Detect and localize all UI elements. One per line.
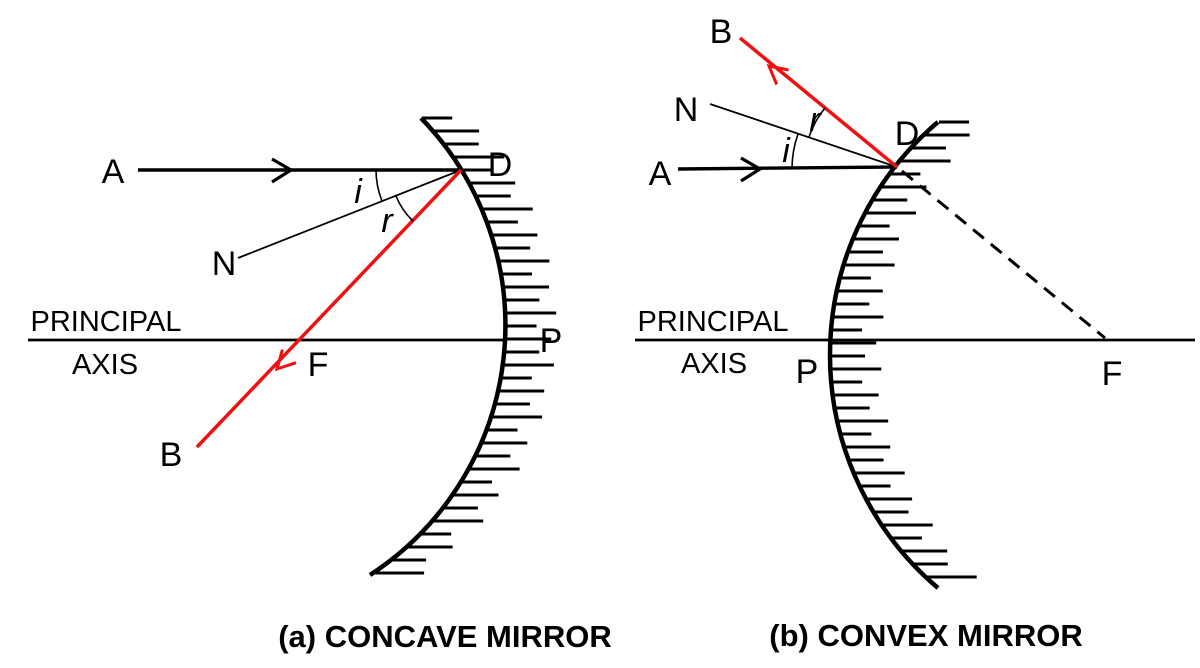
label-P-concave: P [540, 322, 563, 360]
label-N-convex: N [674, 91, 699, 129]
convex-mirror-hatching [831, 120, 977, 579]
concave-mirror-surface [368, 116, 508, 577]
angle-r-arc-concave [395, 195, 414, 222]
label-B-convex: B [710, 13, 733, 51]
label-A-convex: A [649, 155, 672, 193]
concave-mirror-hatching [374, 116, 557, 575]
reflected-ray-convex [738, 36, 899, 169]
convex-mirror-diagram: B N A i r D P F PRINCIPAL AXIS (b) CONVE… [635, 13, 1195, 653]
caption-convex-mirror: (b) CONVEX MIRROR [769, 618, 1082, 653]
concave-mirror-diagram: A N D i r F P B PRINCIPAL AXIS (a) CONCA… [28, 116, 612, 654]
label-D-convex: D [895, 115, 920, 153]
label-F-convex: F [1102, 355, 1123, 393]
label-D-concave: D [488, 146, 513, 184]
angle-r-arc-convex [808, 107, 826, 138]
principal-axis-label-bottom-concave: AXIS [72, 349, 138, 381]
normal-line-concave [237, 169, 462, 259]
caption-concave-mirror: (a) CONCAVE MIRROR [278, 619, 612, 654]
label-F-concave: F [308, 346, 329, 384]
reflected-ray-concave [195, 168, 463, 449]
incident-ray-convex [677, 165, 898, 171]
angle-i-arc-convex [791, 133, 799, 169]
label-angle-r-convex: r [809, 101, 822, 139]
label-N-concave: N [212, 245, 237, 283]
principal-axis-label-bottom-convex: AXIS [681, 348, 747, 380]
angle-i-arc-concave [375, 169, 383, 202]
reflected-ray-arrowhead-convex [766, 63, 789, 86]
label-angle-r-concave: r [381, 202, 394, 240]
label-A-concave: A [102, 153, 125, 191]
incident-ray-arrowhead-concave [271, 157, 295, 184]
virtual-ray-dashed-convex [901, 169, 1106, 340]
label-angle-i-convex: i [782, 132, 791, 170]
principal-axis-label-top-convex: PRINCIPAL [638, 306, 789, 338]
label-B-concave: B [160, 436, 183, 474]
incident-ray-arrowhead-convex [740, 156, 764, 183]
principal-axis-label-top-concave: PRINCIPAL [31, 306, 182, 338]
label-angle-i-concave: i [354, 173, 363, 211]
convex-mirror-surface [827, 120, 940, 590]
reflected-ray-arrowhead-concave [274, 349, 297, 372]
normal-line-convex [709, 103, 898, 168]
label-P-convex: P [796, 353, 819, 391]
